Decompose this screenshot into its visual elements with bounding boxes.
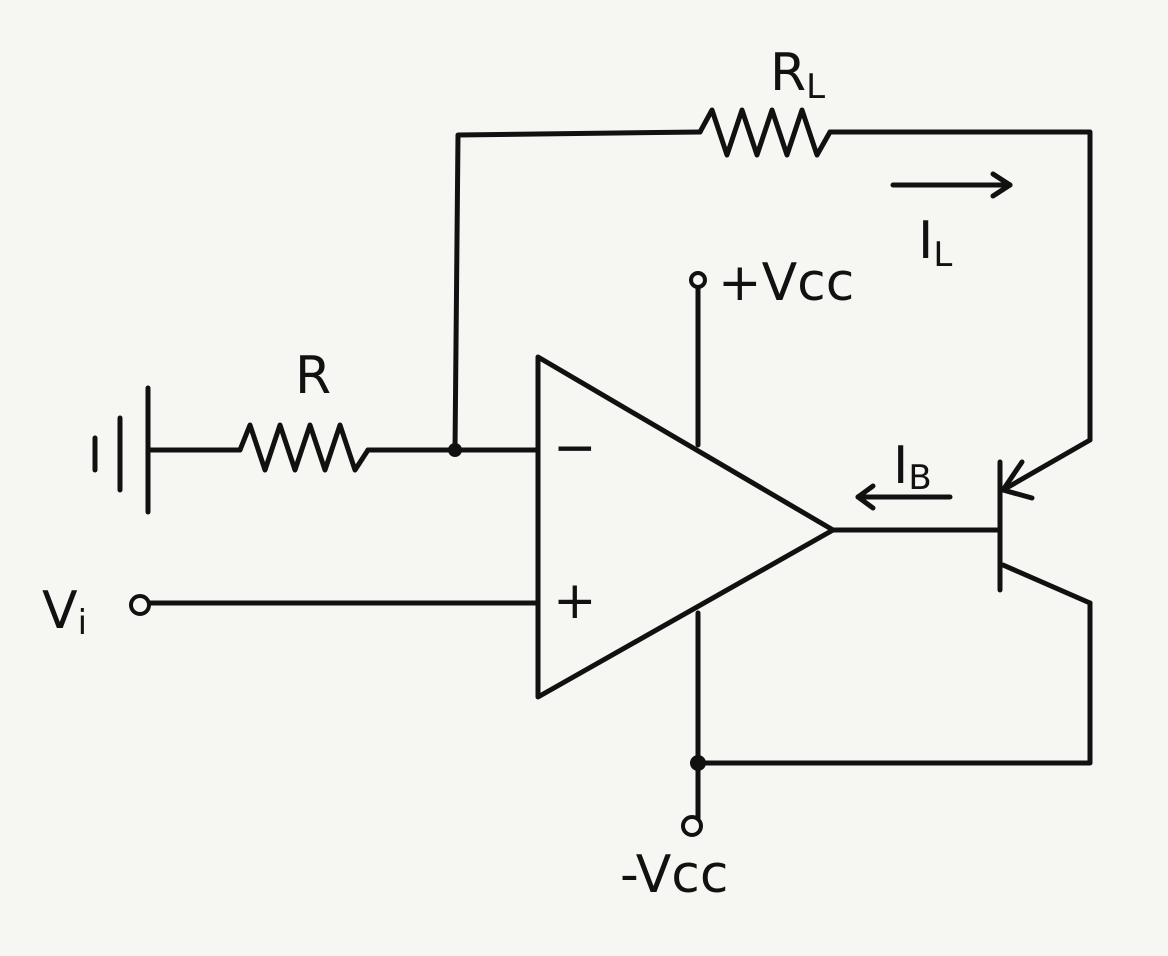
noninverting-input-sign: +	[553, 571, 597, 631]
base-current-arrow-icon	[855, 483, 953, 511]
ground-symbol	[92, 385, 151, 515]
pos-supply-label: +Vcc	[718, 253, 854, 313]
base-current-label: IB	[893, 436, 932, 498]
load-current-arrow-icon	[890, 171, 1013, 199]
resistor-r	[237, 422, 371, 473]
input-terminal	[129, 594, 151, 616]
load-resistor-label: RL	[770, 43, 825, 107]
transistor-emitter-lead	[1000, 437, 1093, 493]
neg-supply-label: -Vcc	[620, 845, 728, 905]
wire-rl-to-emitter	[827, 129, 1093, 443]
inverting-input-sign: −	[553, 418, 597, 478]
resistor-label: R	[295, 346, 331, 406]
neg-supply-terminal	[681, 815, 703, 837]
pos-supply-terminal	[689, 271, 707, 289]
resistor-rl	[697, 107, 833, 158]
wire-feedback-left	[452, 129, 703, 453]
emitter-arrow-icon	[1000, 459, 1035, 501]
op-amp	[535, 354, 836, 700]
load-current-label: IL	[918, 211, 952, 275]
transistor-collector-lead	[1000, 562, 1093, 606]
wire-collector-return	[695, 600, 1093, 766]
pnp-transistor	[997, 437, 1093, 606]
input-voltage-label: Vi	[42, 581, 87, 643]
